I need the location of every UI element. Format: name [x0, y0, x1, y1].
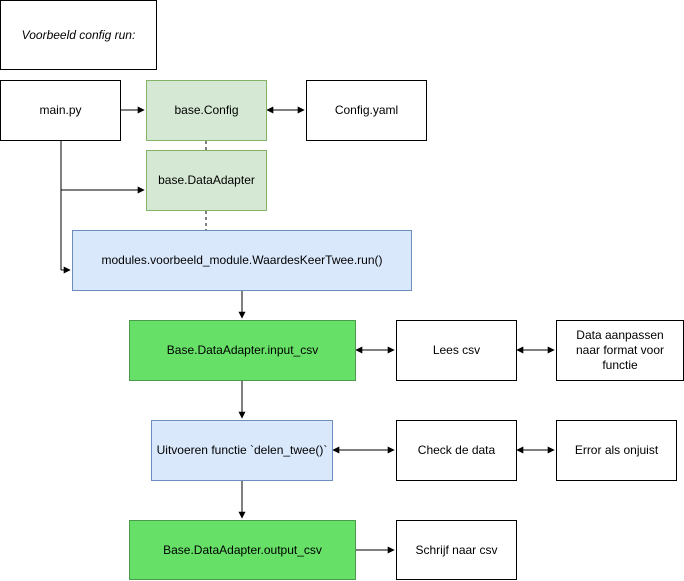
- node-base-dataadapter: base.DataAdapter: [146, 150, 267, 211]
- node-uitvoeren-functie: Uitvoeren functie `delen_twee()`: [151, 420, 333, 481]
- node-input-csv: Base.DataAdapter.input_csv: [129, 320, 356, 381]
- node-output-csv: Base.DataAdapter.output_csv: [129, 520, 356, 580]
- node-module-run: modules.voorbeeld_module.WaardesKeerTwee…: [72, 230, 412, 291]
- node-data-aanpassen: Data aanpassen naar format voor functie: [556, 320, 684, 381]
- node-base-config: base.Config: [146, 80, 267, 141]
- node-check-data: Check de data: [396, 420, 517, 481]
- node-lees-csv: Lees csv: [396, 320, 517, 381]
- node-config-yaml: Config.yaml: [306, 80, 427, 141]
- node-error-onjuist: Error als onjuist: [556, 420, 677, 481]
- node-schrijf-csv: Schrijf naar csv: [396, 520, 517, 580]
- diagram-title-box: Voorbeeld config run:: [0, 0, 157, 70]
- node-main-py: main.py: [0, 80, 121, 141]
